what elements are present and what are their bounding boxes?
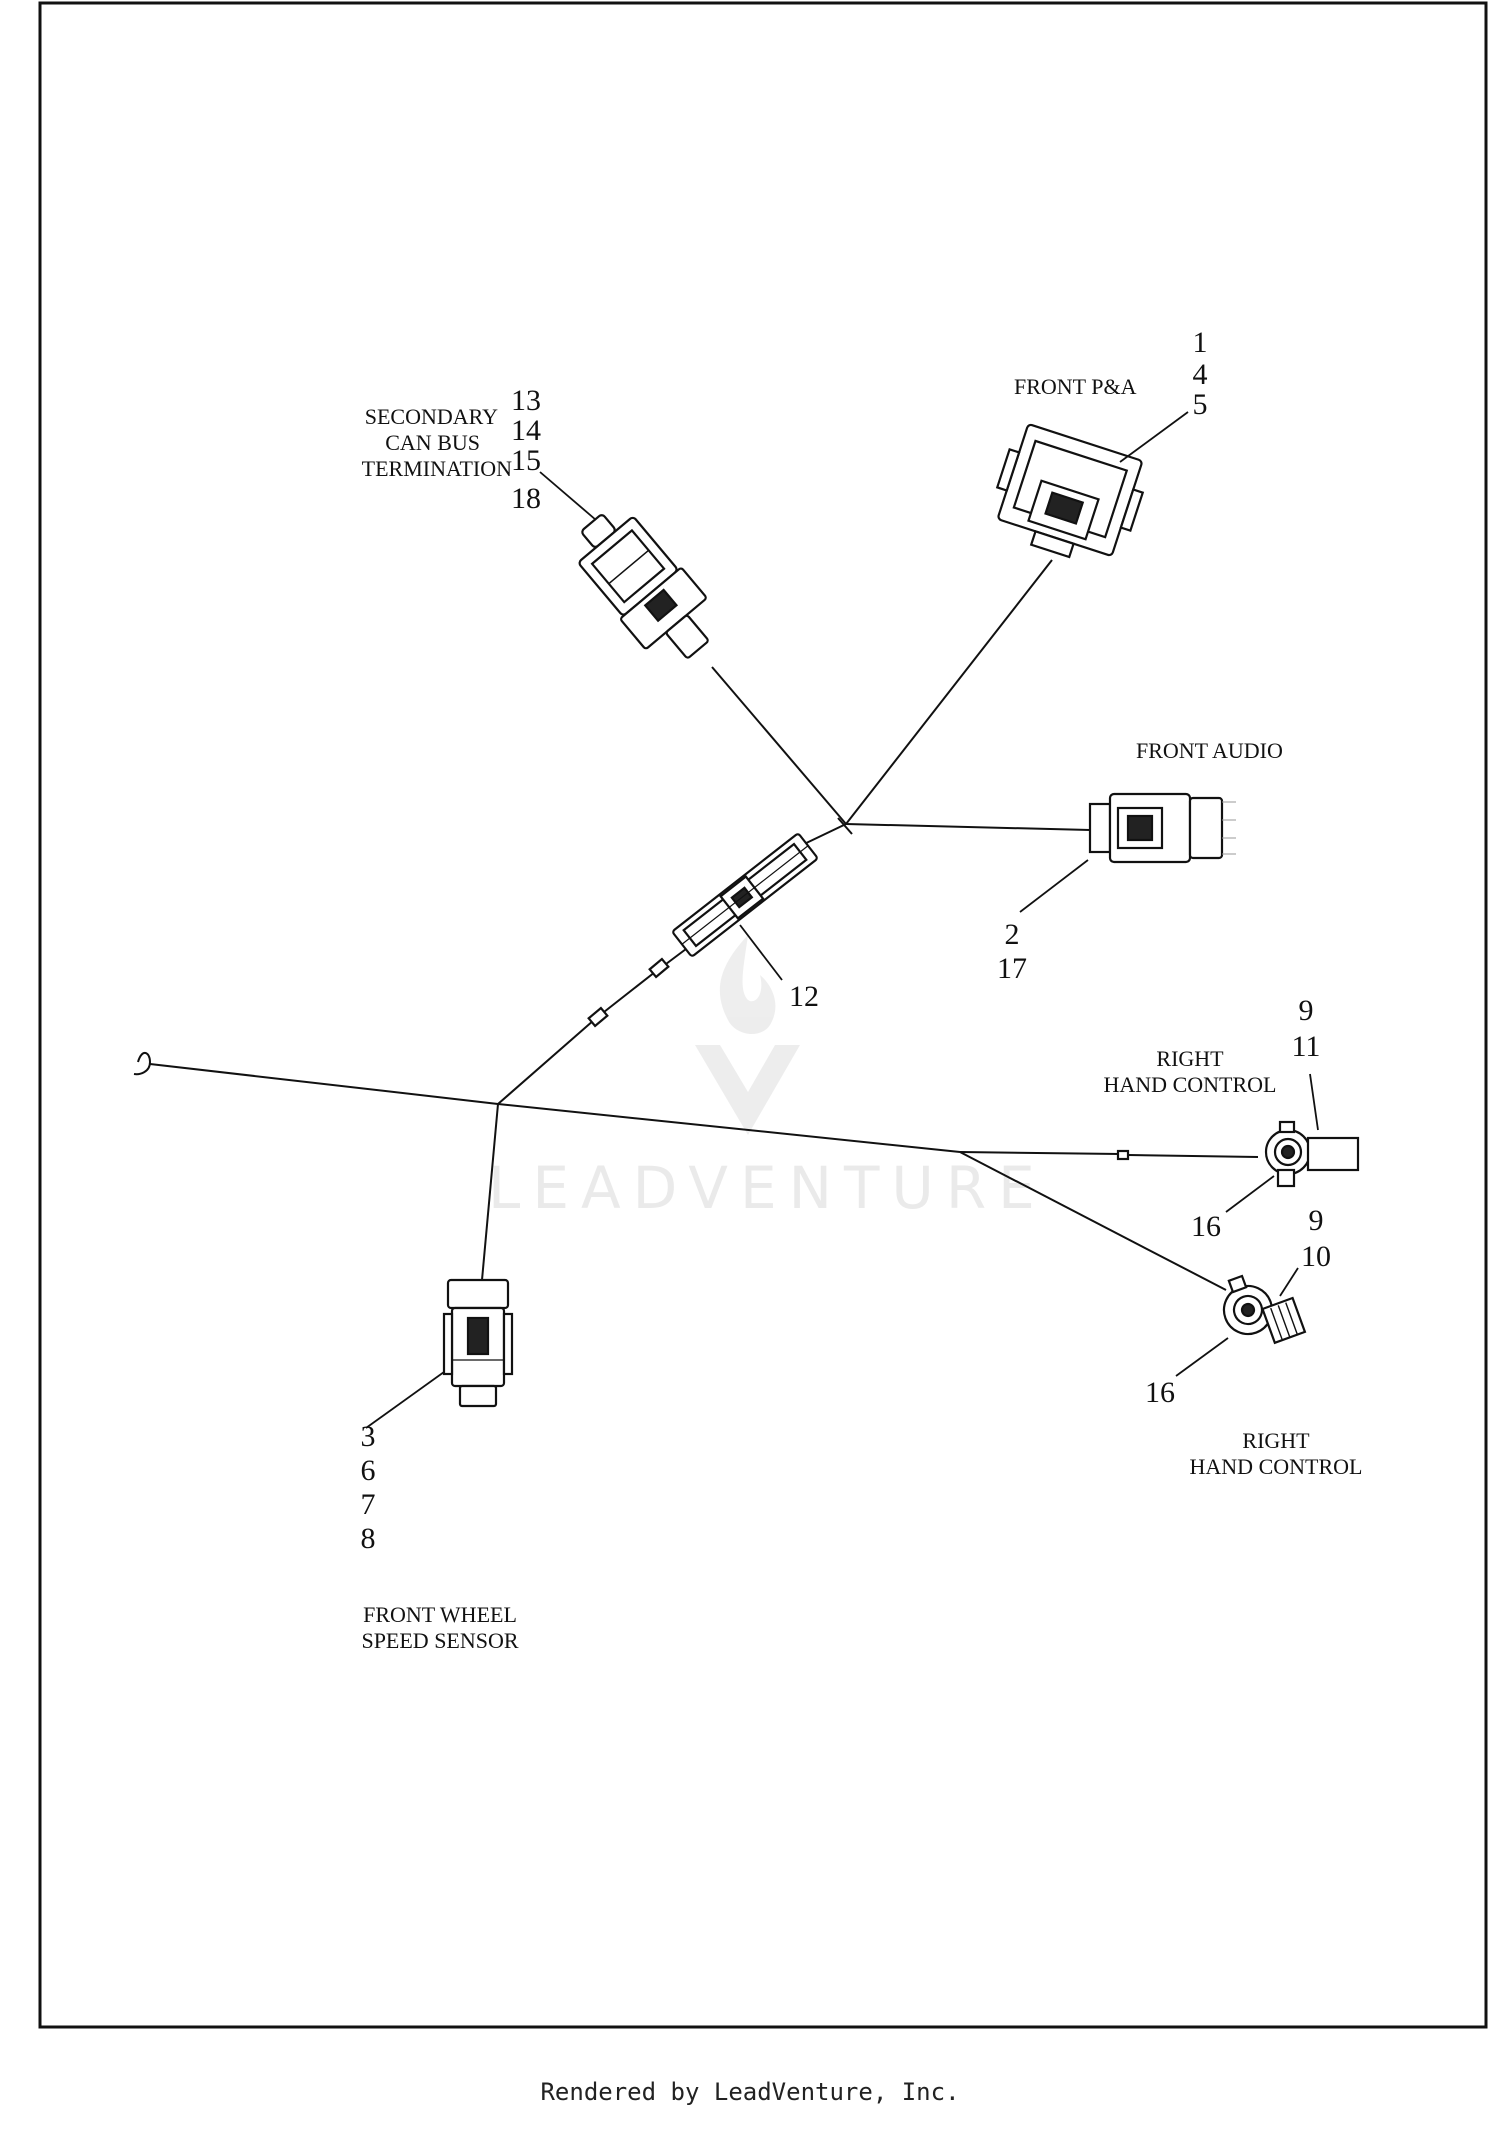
callout-front-pa-1: 1 [1193, 326, 1208, 359]
callout-fwss-2: 6 [361, 1454, 376, 1487]
watermark-v-icon [695, 1045, 800, 1135]
callout-can-1: 13 [511, 384, 541, 417]
wire-trunk-upper [799, 823, 847, 847]
callout-inline-connector: 12 [789, 980, 819, 1013]
callout-front-pa-3: 5 [1193, 388, 1208, 421]
wire-front-pa [845, 559, 1053, 825]
callout-rhc-lower-top-2: 10 [1301, 1240, 1331, 1273]
leadventure-watermark: LEADVENTURE [488, 935, 1047, 1222]
splice-1 [587, 1006, 609, 1028]
junction-tick [837, 817, 853, 835]
label-rhc-upper-1: RIGHT [1156, 1046, 1224, 1071]
label-fwss-1: FRONT WHEEL [363, 1602, 517, 1627]
callout-rhc-upper-top-2: 11 [1292, 1030, 1321, 1063]
callout-rhc-upper-bottom: 16 [1191, 1210, 1221, 1243]
callout-rhc-lower-top-1: 9 [1309, 1204, 1324, 1237]
diagram-border [38, 1, 1488, 2029]
callout-rhc-lower-bottom: 16 [1145, 1376, 1175, 1409]
wire-fwss [481, 1103, 499, 1281]
callout-front-pa-2: 4 [1193, 358, 1208, 391]
leader-lines [365, 411, 1319, 1429]
splice-3 [1116, 1149, 1130, 1161]
label-front-audio: FRONT AUDIO [1136, 738, 1283, 763]
label-secondary-can-2: CAN BUS [385, 430, 480, 455]
label-secondary-can-3: TERMINATION [362, 456, 512, 481]
wire-left-trunk [133, 1052, 499, 1105]
callout-fwss-1: 3 [361, 1420, 376, 1453]
callout-front-audio-2: 17 [997, 952, 1027, 985]
callout-rhc-upper-top-1: 9 [1299, 994, 1314, 1027]
can-bus-termination-connector [578, 514, 709, 659]
watermark-flame-icon [719, 935, 776, 1035]
rhc-lower-connector [1222, 1274, 1307, 1345]
splice-2 [648, 957, 670, 979]
wire-rhc-upper [959, 1151, 1259, 1158]
callout-can-3: 15 [511, 444, 541, 477]
fwss-connector [442, 1278, 514, 1408]
wire-main-right [497, 1103, 961, 1153]
label-rhc-lower-2: HAND CONTROL [1190, 1454, 1363, 1479]
label-rhc-upper-2: HAND CONTROL [1104, 1072, 1277, 1097]
callout-can-4: 18 [511, 482, 541, 515]
label-secondary-can-1: SECONDARY [365, 404, 498, 429]
callout-can-2: 14 [511, 414, 541, 447]
wire-can-bus [711, 666, 847, 825]
callout-front-audio-1: 2 [1005, 918, 1020, 951]
callout-fwss-3: 7 [361, 1488, 376, 1521]
label-fwss-2: SPEED SENSOR [361, 1628, 518, 1653]
label-front-pa: FRONT P&A [1014, 374, 1137, 399]
inline-connector-12 [672, 833, 818, 957]
label-rhc-lower-1: RIGHT [1242, 1428, 1310, 1453]
front-audio-connector [1088, 792, 1236, 864]
footer-credit: Rendered by LeadVenture, Inc. [540, 2078, 959, 2106]
rhc-upper-connector [1264, 1120, 1360, 1188]
front-pa-connector [995, 423, 1145, 559]
wire-rhc-lower [959, 1151, 1227, 1291]
watermark-text: LEADVENTURE [488, 1154, 1047, 1222]
wire-front-audio [845, 823, 1091, 831]
callout-fwss-4: 8 [361, 1522, 376, 1555]
